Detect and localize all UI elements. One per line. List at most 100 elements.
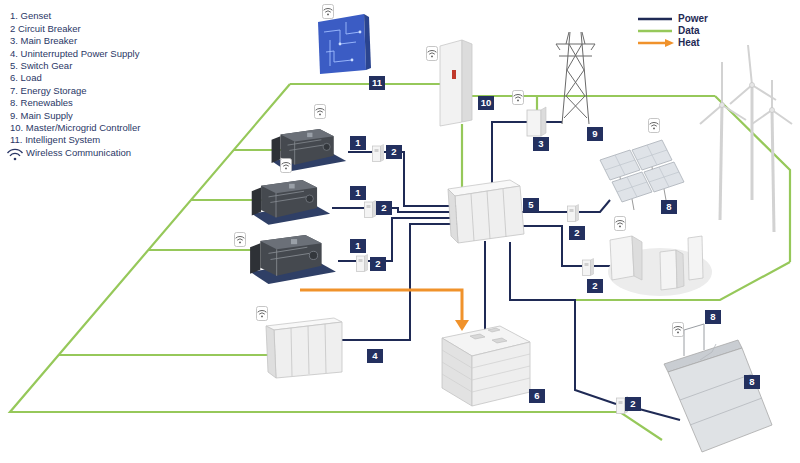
data-lines bbox=[59, 354, 276, 356]
energy-storage bbox=[676, 250, 684, 288]
intelligent-system bbox=[318, 14, 371, 74]
transmission-tower bbox=[556, 44, 595, 50]
switch-gear bbox=[471, 189, 506, 241]
main-breaker bbox=[527, 107, 546, 136]
load-building bbox=[488, 328, 500, 332]
callout-number: 3 bbox=[533, 137, 549, 151]
wireless-tag bbox=[649, 119, 660, 133]
circuit-breaker bbox=[357, 255, 368, 272]
load-building bbox=[470, 334, 485, 339]
solar-panels bbox=[605, 145, 679, 197]
power-lines bbox=[332, 122, 680, 420]
callout-number: 8 bbox=[705, 310, 721, 324]
callout-number: 2 bbox=[376, 201, 392, 215]
legend-entry: Wireless Communication bbox=[26, 147, 131, 158]
microgrid-controller bbox=[462, 40, 472, 122]
wireless-tag bbox=[235, 233, 246, 247]
energy-storage bbox=[660, 250, 677, 290]
legend-entry: 2 Circuit Breaker bbox=[10, 23, 81, 34]
load-building bbox=[472, 342, 530, 406]
legend-entry: 10. Master/Microgrid Controller bbox=[10, 122, 140, 133]
wireless-tag bbox=[281, 159, 292, 173]
circuit-breaker bbox=[365, 201, 376, 218]
wireless-tag bbox=[513, 91, 524, 105]
legend-entry: 6. Load bbox=[10, 72, 42, 83]
data-lines bbox=[10, 84, 790, 440]
load-building bbox=[442, 326, 530, 406]
callout-number: 1 bbox=[350, 239, 366, 253]
callout-number: 2 bbox=[386, 145, 402, 159]
data-lines bbox=[148, 249, 252, 251]
storage-container bbox=[684, 324, 704, 356]
callout-number: 2 bbox=[587, 279, 603, 293]
callout-number: 6 bbox=[529, 389, 545, 403]
transmission-tower bbox=[556, 32, 595, 56]
legend-entry: 3. Main Breaker bbox=[10, 35, 77, 46]
heat-arrow bbox=[455, 320, 469, 331]
legend-samples bbox=[8, 19, 675, 160]
legend-samples bbox=[8, 149, 23, 156]
legend-entry: 5. Switch Gear bbox=[10, 60, 72, 71]
callout-number: 1 bbox=[350, 136, 366, 150]
wireless-tag bbox=[235, 5, 684, 337]
legend-entry: 8. Renewables bbox=[10, 97, 73, 108]
wind-turbines bbox=[720, 105, 722, 220]
circuit-breaker bbox=[568, 205, 579, 222]
intelligent-system bbox=[359, 31, 362, 34]
callout-number: 4 bbox=[367, 349, 383, 363]
data-lines bbox=[10, 84, 662, 440]
callout-number: 2 bbox=[370, 257, 386, 271]
transmission-tower bbox=[562, 32, 589, 124]
callout-number: 10 bbox=[478, 96, 495, 110]
callout-number: 1 bbox=[350, 186, 366, 200]
wireless-tag bbox=[315, 105, 326, 119]
legend-entry: Data bbox=[678, 25, 700, 37]
legend-entry: 9. Main Supply bbox=[10, 110, 73, 121]
switch-gear bbox=[448, 189, 458, 243]
legend-samples bbox=[14, 158, 17, 161]
callout-number: 2 bbox=[569, 226, 585, 240]
legend-entry: 7. Energy Storage bbox=[10, 85, 87, 96]
wind-turbines bbox=[730, 45, 776, 104]
wireless-tag bbox=[257, 307, 268, 321]
callout-number: 11 bbox=[369, 76, 385, 90]
wind-turbines bbox=[772, 110, 774, 232]
intelligent-system bbox=[324, 22, 360, 66]
wind-turbines bbox=[700, 45, 792, 232]
wireless-tag bbox=[427, 47, 438, 61]
genset bbox=[250, 235, 336, 284]
callout-number: 8 bbox=[744, 375, 760, 389]
switch-gear bbox=[455, 186, 524, 243]
main-breaker bbox=[541, 107, 546, 136]
callout-number: 8 bbox=[661, 200, 677, 214]
legend-entry: Power bbox=[678, 13, 708, 25]
heat-arrow bbox=[300, 290, 462, 322]
microgrid-controller bbox=[440, 40, 472, 126]
transmission-tower bbox=[564, 44, 587, 118]
ups-cabinet bbox=[291, 324, 326, 376]
transmission-tower bbox=[556, 32, 595, 124]
wind-turbines bbox=[752, 80, 792, 124]
storage-container bbox=[680, 344, 762, 425]
wireless-tag bbox=[615, 217, 626, 231]
storage-container bbox=[664, 324, 772, 452]
legend-entry: 11. Intelligent System bbox=[10, 134, 100, 145]
power-lines bbox=[348, 151, 372, 153]
circuit-breaker bbox=[583, 259, 594, 276]
power-lines bbox=[484, 241, 486, 331]
wind-turbines bbox=[700, 62, 746, 124]
intelligent-system bbox=[364, 14, 371, 70]
legend-entry: 4. Uninterrupted Power Supply bbox=[10, 48, 139, 59]
legend-samples bbox=[638, 30, 672, 33]
wireless-tag bbox=[323, 5, 334, 19]
legend-samples bbox=[665, 39, 674, 47]
energy-storage bbox=[688, 236, 703, 280]
ups-cabinet bbox=[274, 322, 342, 378]
wind-turbines bbox=[770, 108, 775, 113]
energy-storage bbox=[608, 236, 712, 296]
data-lines bbox=[470, 95, 715, 97]
ups-cabinet bbox=[266, 326, 276, 378]
power-lines bbox=[338, 260, 356, 262]
